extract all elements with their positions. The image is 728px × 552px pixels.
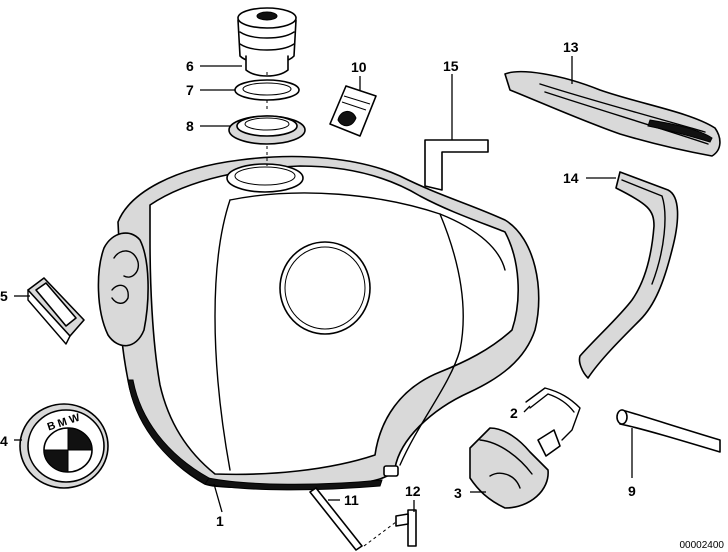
- holder: [469, 427, 549, 509]
- callout-11: 11: [344, 492, 359, 508]
- bmw-emblem: BMW: [19, 403, 109, 489]
- callout-labels: 1 2 3 4 5 6 7 8 9 10 11 12 13 14 15: [0, 39, 636, 529]
- callout-12: 12: [405, 483, 421, 499]
- filler-cap: [237, 7, 297, 77]
- callout-5: 5: [0, 288, 8, 304]
- vent-hose: [424, 139, 489, 191]
- callout-3: 3: [454, 485, 462, 501]
- callout-14: 14: [563, 170, 579, 186]
- tank-ring: [228, 115, 306, 145]
- leader-lines: [14, 56, 633, 513]
- gasket: [234, 79, 300, 101]
- fuel-tank: [97, 155, 540, 491]
- callout-15: 15: [443, 58, 459, 74]
- bracket: [525, 387, 581, 457]
- callout-9: 9: [628, 483, 636, 499]
- instruction-card: [329, 85, 377, 137]
- callout-10: 10: [351, 59, 367, 75]
- tank-cover-strip: [504, 70, 721, 157]
- callout-8: 8: [186, 118, 194, 134]
- callout-7: 7: [186, 82, 194, 98]
- fuel-tube: [616, 409, 721, 453]
- callout-4: 4: [0, 433, 8, 449]
- drain-rod: [309, 487, 363, 551]
- t-connector: [363, 509, 417, 547]
- callout-1: 1: [216, 513, 224, 529]
- callout-2: 2: [510, 405, 518, 421]
- callout-13: 13: [563, 39, 579, 55]
- reference-number: 00002400: [680, 540, 725, 551]
- side-strip: [578, 171, 679, 379]
- rubber-buffer: [27, 277, 85, 345]
- callout-6: 6: [186, 58, 194, 74]
